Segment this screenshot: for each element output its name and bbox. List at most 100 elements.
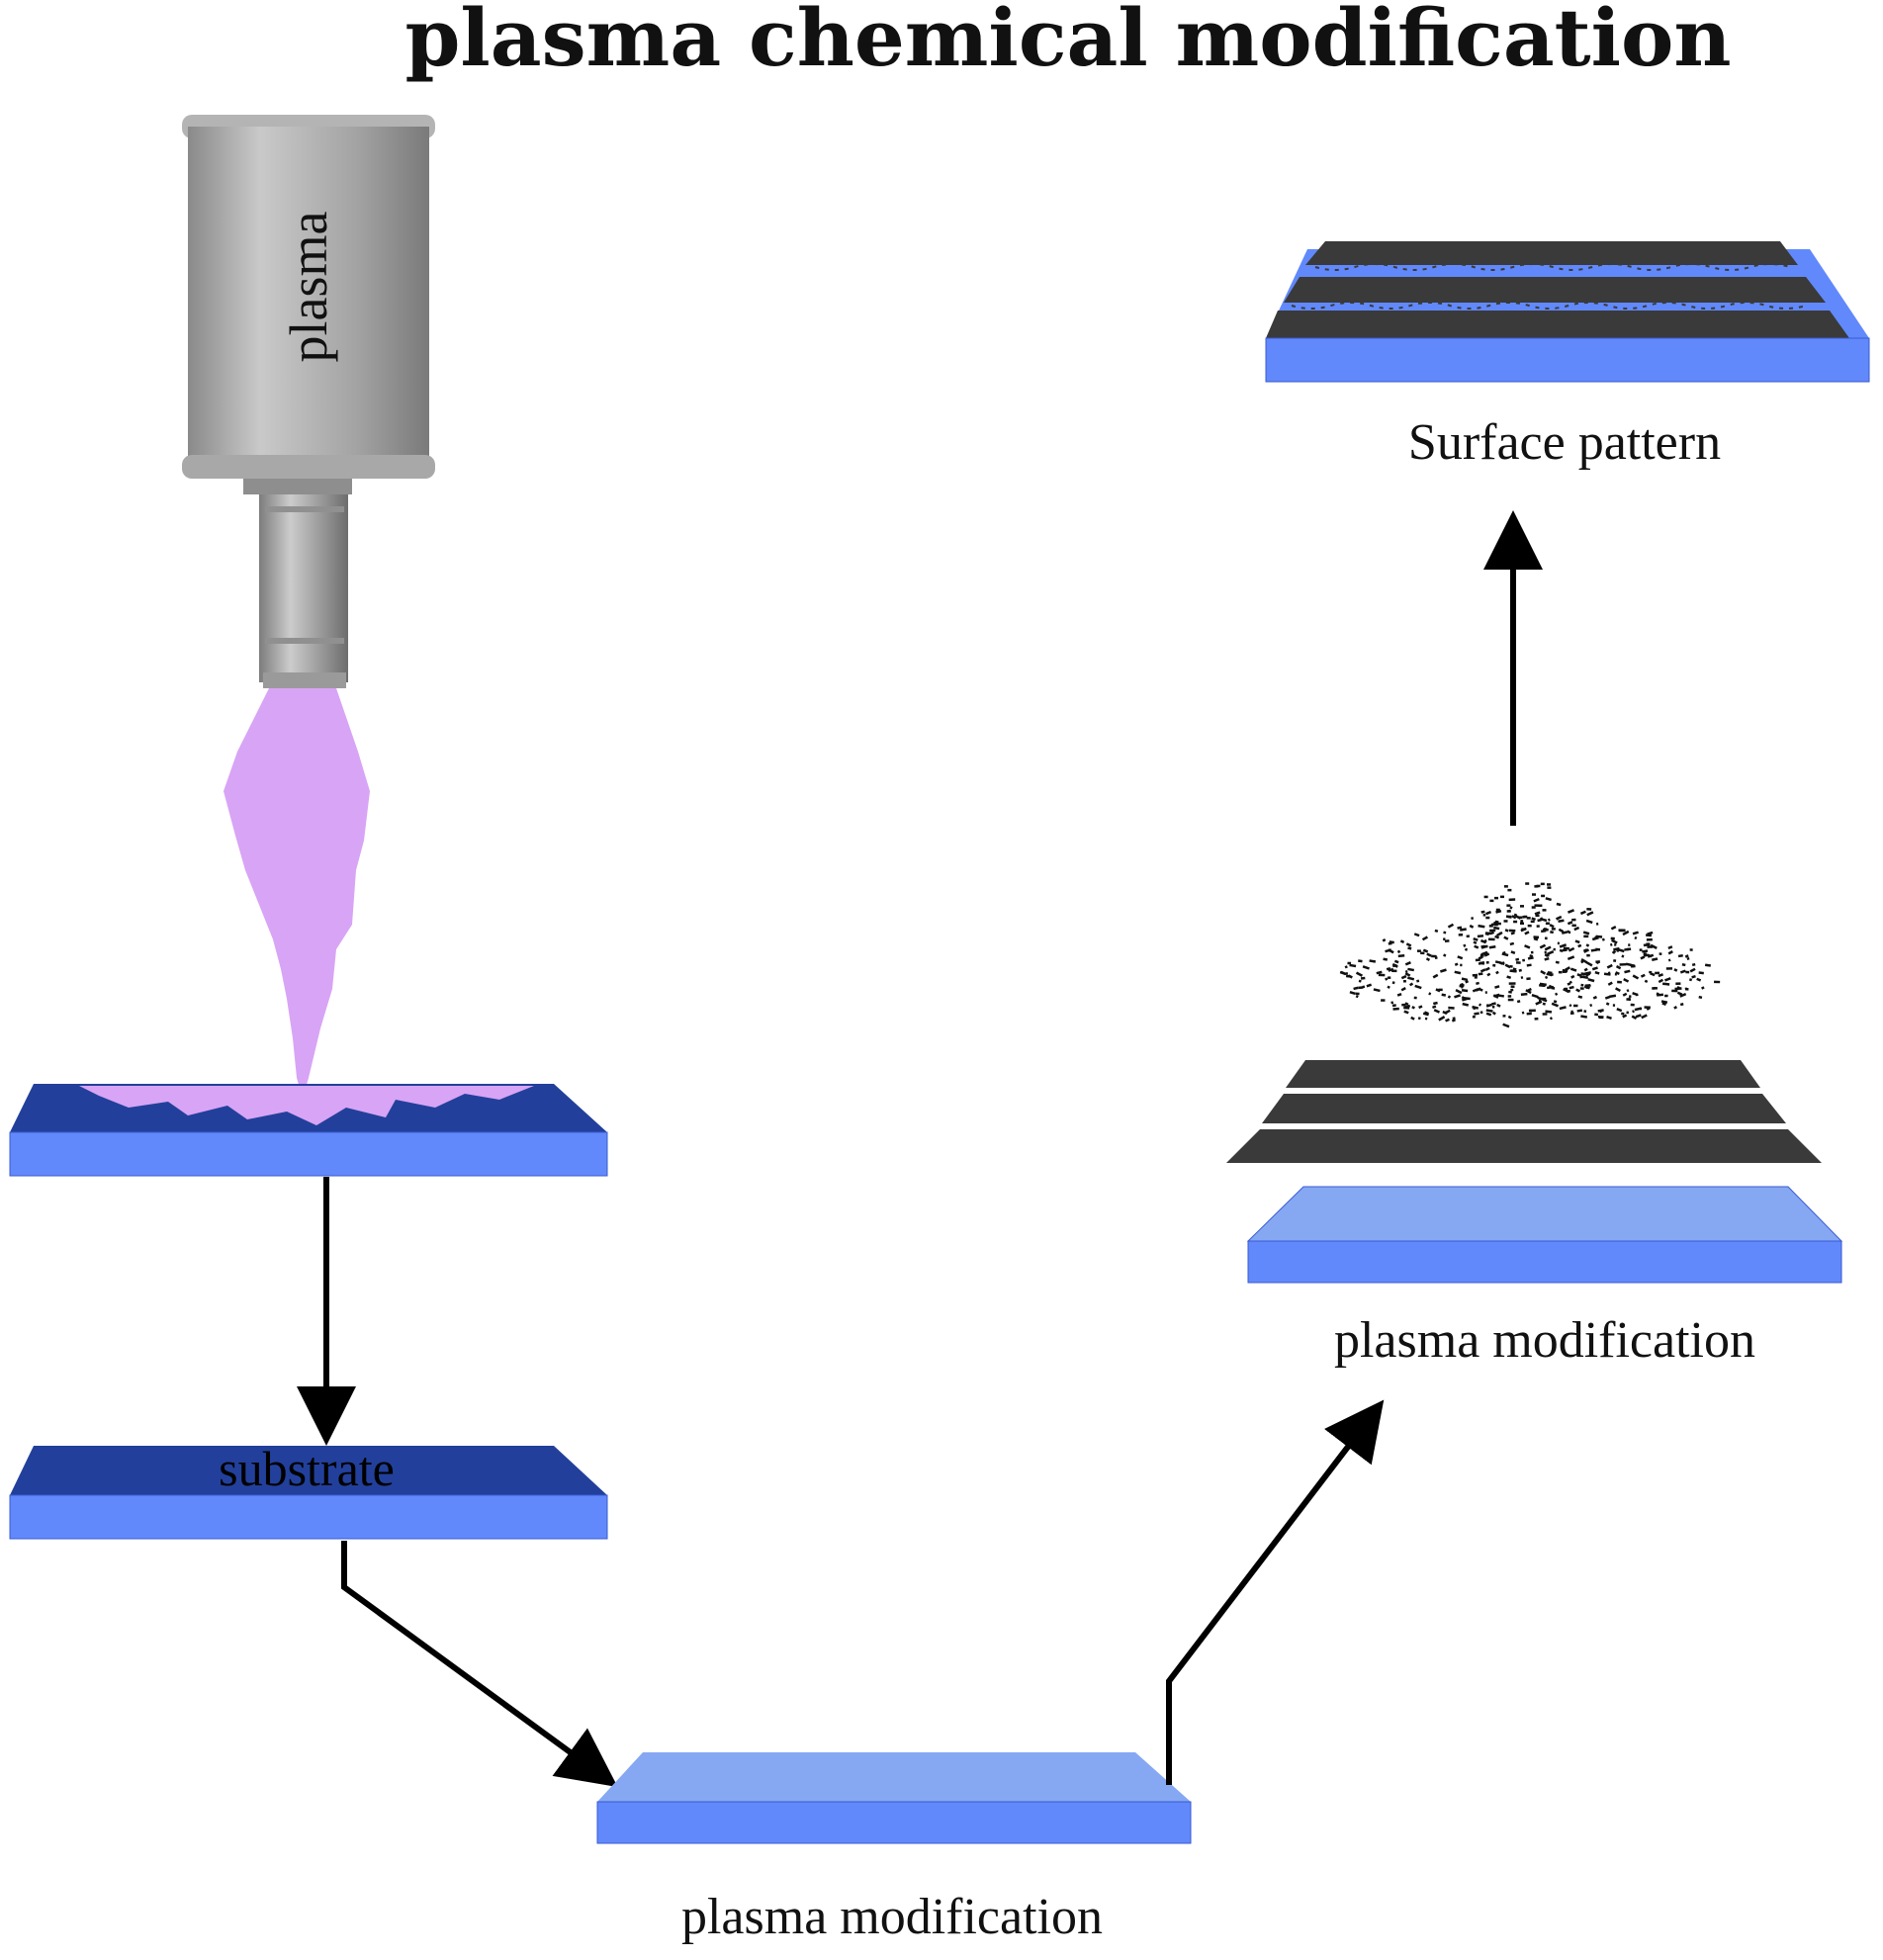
particle <box>1464 947 1469 951</box>
particle <box>1376 970 1383 975</box>
particle <box>1494 935 1500 939</box>
surface-pattern-plate <box>1265 241 1870 383</box>
particle <box>1571 924 1576 928</box>
particle <box>1473 940 1478 944</box>
particle <box>1521 928 1526 931</box>
particle <box>1388 976 1391 979</box>
particle <box>1544 936 1548 940</box>
particle <box>1461 977 1469 982</box>
particle <box>1433 1001 1438 1006</box>
particle <box>1655 971 1660 975</box>
particle <box>1403 1004 1411 1010</box>
particle <box>1451 1019 1456 1023</box>
particle <box>1545 897 1552 902</box>
particle <box>1545 1010 1553 1014</box>
particle <box>1388 967 1394 972</box>
particle <box>1478 924 1485 929</box>
particle <box>1629 995 1632 998</box>
particle <box>1397 954 1405 958</box>
particle <box>1570 1010 1573 1014</box>
particle <box>1454 962 1459 966</box>
particle <box>1538 904 1543 907</box>
particle <box>1461 996 1467 1001</box>
particle <box>1510 950 1516 955</box>
particle <box>1448 1006 1455 1010</box>
particle <box>1567 989 1570 993</box>
particle <box>1559 943 1568 948</box>
particle <box>1673 1006 1678 1010</box>
particle <box>1529 954 1534 958</box>
particle <box>1640 955 1646 960</box>
particle <box>1495 908 1500 912</box>
particle <box>1674 987 1682 991</box>
particle <box>1355 995 1359 999</box>
particle <box>1503 920 1508 923</box>
particle <box>1358 979 1362 983</box>
particle <box>1643 953 1648 957</box>
particle <box>1403 980 1406 983</box>
particle <box>1568 946 1575 952</box>
particle <box>1526 977 1531 981</box>
particle <box>1565 966 1570 971</box>
particle <box>1611 938 1615 943</box>
particle <box>1426 952 1432 957</box>
particle <box>1606 1016 1612 1021</box>
particle <box>1416 979 1420 983</box>
particle <box>1544 950 1547 954</box>
plasma-jet-icon <box>224 688 370 1098</box>
particle <box>1580 958 1588 964</box>
particle <box>1466 935 1471 938</box>
particle <box>1462 1002 1470 1007</box>
particle <box>1373 988 1381 993</box>
particle <box>1606 963 1613 969</box>
particle <box>1679 992 1687 998</box>
particle <box>1458 934 1464 936</box>
particle <box>1696 977 1702 982</box>
particle <box>1550 931 1555 935</box>
particle <box>1569 931 1571 935</box>
particle <box>1635 993 1639 997</box>
particle <box>1584 971 1591 975</box>
particle <box>1540 918 1548 923</box>
particle <box>1443 937 1446 940</box>
particle <box>1671 989 1678 993</box>
particle <box>1441 993 1447 997</box>
particle <box>1507 995 1512 998</box>
particle <box>1531 917 1536 921</box>
particle <box>1532 893 1536 896</box>
particle <box>1558 928 1565 934</box>
particle <box>1497 994 1505 998</box>
particle <box>1652 957 1659 961</box>
particle <box>1569 967 1577 972</box>
particle <box>1545 922 1550 925</box>
particle <box>1525 882 1530 885</box>
particle <box>1481 944 1485 949</box>
particle <box>1378 973 1386 977</box>
particle <box>1396 949 1401 954</box>
particle <box>1414 984 1422 990</box>
particle <box>1353 986 1359 991</box>
particle <box>1679 969 1686 974</box>
particle <box>1640 973 1646 978</box>
particle <box>1515 961 1521 964</box>
particle <box>1496 922 1501 926</box>
particle <box>1586 908 1592 911</box>
particle <box>1431 1005 1437 1010</box>
particle <box>1610 936 1615 940</box>
particle <box>1521 1011 1525 1015</box>
particle <box>1544 975 1549 980</box>
particle <box>1544 945 1552 951</box>
particle <box>1474 944 1480 949</box>
particle <box>1480 954 1484 957</box>
particle <box>1511 915 1517 920</box>
particle <box>1704 963 1711 967</box>
particle <box>1477 935 1484 938</box>
particle <box>1507 998 1514 1002</box>
particle <box>1626 989 1630 993</box>
particle <box>1535 1000 1543 1006</box>
particle <box>1567 955 1575 961</box>
particle <box>1485 1009 1493 1013</box>
particle <box>1485 916 1490 920</box>
particle <box>1463 943 1467 947</box>
particle <box>1580 1015 1588 1019</box>
